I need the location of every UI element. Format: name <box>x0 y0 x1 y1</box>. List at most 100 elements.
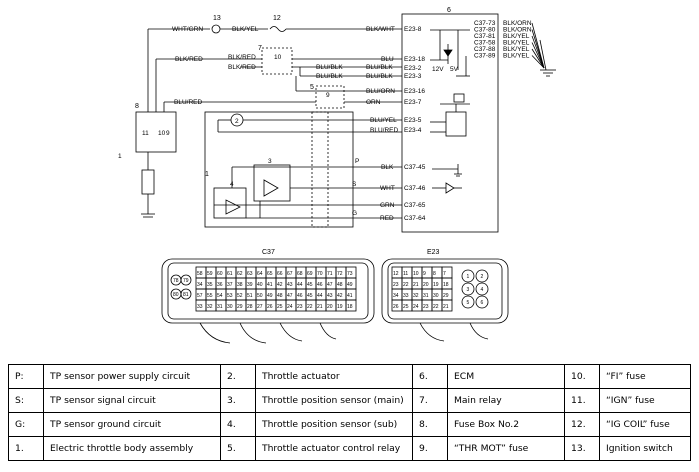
wire-label-red: RED <box>380 215 394 222</box>
wire-label-blk-red-2: BLK/RED <box>228 64 256 71</box>
e23-pin-label: 23 <box>423 304 429 310</box>
tps-main-amp-icon <box>263 179 279 197</box>
terminal-c37-46: C37-46 <box>404 185 426 192</box>
ecm-internal-circuit <box>430 29 470 194</box>
wire-label-blk-red-3: BLK/RED <box>175 56 203 63</box>
c37-side-pin-label: 78 <box>173 278 179 284</box>
c37-pin-label: 40 <box>257 282 263 288</box>
legend-key: 1. <box>8 436 44 461</box>
e23-pin-label: 23 <box>393 282 399 288</box>
legend-key: 8. <box>412 412 448 437</box>
wire-label-blu-orn: BLU/ORN <box>366 88 395 95</box>
connector-e23-inner <box>387 262 503 320</box>
c37-side-pin-label: 79 <box>183 278 189 284</box>
c37-pin-label: 41 <box>347 293 353 299</box>
c37-pin-label: 36 <box>217 282 223 288</box>
c37-pin-label: 54 <box>217 293 223 299</box>
e23-pin-label: 18 <box>443 282 449 288</box>
c37-pin-label: 63 <box>247 271 253 277</box>
c37-pin-label: 49 <box>267 293 273 299</box>
ignition-switch-icon <box>211 24 221 34</box>
label-fi-fuse-number-2: 10 <box>158 130 166 137</box>
legend-key: 10. <box>564 364 600 389</box>
e23-pin-cell <box>441 299 453 312</box>
wire-label-blu-blk-2: BLU/BLK <box>316 73 343 80</box>
wire-label-blu-yel: BLU/YEL <box>370 117 397 124</box>
ecm-output-terminal: C37-88 <box>474 46 496 53</box>
legend-description: “IGN” fuse <box>599 388 691 413</box>
c37-pin-label: 65 <box>267 271 273 277</box>
c37-side-pin-label: 81 <box>183 292 189 298</box>
legend-key: 9. <box>412 436 448 461</box>
wire-label-blu-blk-4: BLU/BLK <box>366 73 393 80</box>
e23-pin-label: 20 <box>423 282 429 288</box>
c37-pin-label: 67 <box>287 271 293 277</box>
c37-pin-label: 59 <box>207 271 213 277</box>
c37-side-pin <box>180 274 192 286</box>
c37-pin-label: 47 <box>287 293 293 299</box>
e23-round-pin-label: 1 <box>467 274 470 280</box>
e23-round-pin <box>461 282 475 296</box>
c37-pin-label: 33 <box>197 304 203 310</box>
e23-pin-label: 31 <box>423 293 429 299</box>
legend-description: “FI” fuse <box>599 364 691 389</box>
c37-pin-label: 28 <box>247 304 253 310</box>
label-throttle-body-number-2: 1 <box>205 171 209 178</box>
label-ig-coil-fuse-number: 12 <box>273 15 281 22</box>
e23-pin-label: 32 <box>413 293 419 299</box>
c37-pin-label: 66 <box>277 271 283 277</box>
legend-description: “THR MOT” fuse <box>447 436 565 461</box>
label-actuator-relay-number: 5 <box>310 84 314 91</box>
e23-round-pin-label: 6 <box>481 300 484 306</box>
tps-sub-box <box>213 187 247 219</box>
wire-label-blk: BLK <box>381 164 394 171</box>
wire-label-blu: BLU <box>381 56 394 63</box>
wire-label-blu-blk-3: BLU/BLK <box>366 64 393 71</box>
e23-pin-label: 11 <box>403 271 408 277</box>
c37-pin-label: 37 <box>227 282 233 288</box>
terminal-e23-5: E23-5 <box>404 117 422 124</box>
e23-pin-label: 24 <box>413 304 419 310</box>
ecm-output-wire: BLK/YEL <box>503 33 530 40</box>
wire-label-wht-grn: WHT/GRN <box>172 26 203 33</box>
e23-round-pin <box>475 295 489 309</box>
fuse-box-no2 <box>135 111 177 153</box>
label-tps-main-number: 3 <box>268 158 272 165</box>
c37-pin-label: 41 <box>267 282 273 288</box>
ecm-output-wire: BLK/ORN <box>503 27 532 34</box>
legend-description: TP sensor power supply circuit <box>43 364 221 389</box>
legend-description: TP sensor signal circuit <box>43 388 221 413</box>
e23-round-pin <box>475 269 489 283</box>
ecm-output-line <box>531 55 545 69</box>
e23-pin-label: 33 <box>403 293 409 299</box>
legend-key: 11. <box>564 388 600 413</box>
legend-key: 6. <box>412 364 448 389</box>
voltage-12v: 12V <box>432 66 444 73</box>
ecm-output-terminal: C37-81 <box>474 33 496 40</box>
c37-pin-label: 45 <box>307 282 313 288</box>
c37-pin-label: 23 <box>297 304 303 310</box>
c37-pin-label: 61 <box>227 271 233 277</box>
ecm-output-line <box>531 42 545 69</box>
c37-pin-label: 47 <box>327 282 333 288</box>
c37-pin-label: 32 <box>207 304 213 310</box>
wire-label-grn: GRN <box>380 202 395 209</box>
wire-label-wht: WHT <box>380 185 395 192</box>
ecm-output-terminal: C37-80 <box>474 27 496 34</box>
e23-pin-label: 26 <box>393 304 399 310</box>
e23-pin-label: 8 <box>433 271 436 277</box>
c37-pin-label: 46 <box>297 293 303 299</box>
c37-pin-label: 62 <box>237 271 243 277</box>
e23-round-pin-label: 4 <box>481 287 484 293</box>
label-actuator-number: 2 <box>235 118 239 125</box>
label-ecm-number: 6 <box>447 7 451 14</box>
e23-round-pin <box>461 295 475 309</box>
terminal-e23-8: E23-8 <box>404 26 422 33</box>
e23-pin-label: 7 <box>443 271 446 277</box>
c37-pin-label: 22 <box>307 304 313 310</box>
e23-pin-label: 29 <box>443 293 449 299</box>
c37-pin-label: 38 <box>237 282 243 288</box>
